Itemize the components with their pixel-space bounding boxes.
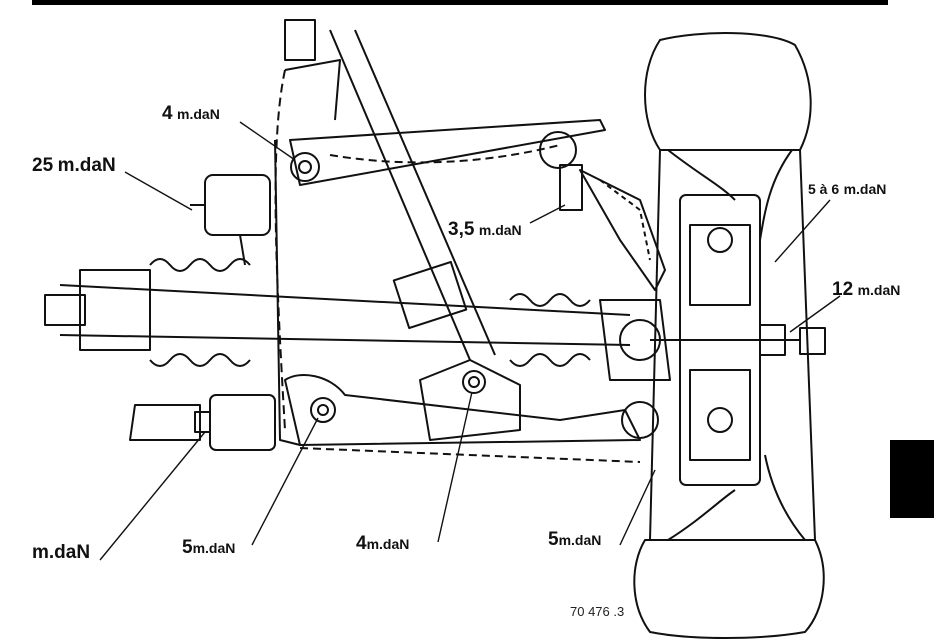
page-tab-marker bbox=[890, 440, 934, 518]
torque-unit: m.daN bbox=[857, 282, 901, 298]
lower-mount-block bbox=[129, 394, 276, 451]
torque-unit: m.daN bbox=[57, 155, 116, 176]
torque-label-damper-lower: 4m.daN bbox=[356, 534, 409, 553]
figure-reference: 70 476 .3 bbox=[570, 604, 625, 619]
hub-assembly bbox=[650, 194, 826, 486]
torque-value: 5 bbox=[182, 537, 193, 558]
wheel-rim bbox=[649, 149, 816, 541]
torque-label-lower-arm-pivot: 5m.daN bbox=[182, 538, 235, 557]
torque-label-lower-mount: m.daN bbox=[32, 543, 90, 562]
torque-label-caliper-bolt: 5 à 6 m.daN bbox=[808, 182, 886, 198]
top-rule bbox=[32, 0, 888, 5]
upper-wishbone bbox=[289, 119, 606, 211]
leader-lines bbox=[99, 121, 841, 561]
torque-value: 5 bbox=[548, 529, 559, 550]
torque-label-engine-mount: 25 m.daN bbox=[32, 156, 116, 175]
tyre-bottom bbox=[633, 539, 825, 639]
torque-unit: m.daN bbox=[843, 181, 887, 197]
torque-unit: m.daN bbox=[478, 222, 522, 238]
torque-value: 25 bbox=[32, 155, 54, 176]
subframe bbox=[274, 59, 341, 446]
torque-value: 5 à 6 bbox=[808, 181, 840, 197]
lower-wishbone bbox=[284, 359, 659, 463]
torque-label-upper-balljoint: 3,5 m.daN bbox=[448, 220, 522, 239]
torque-unit: m.daN bbox=[558, 532, 602, 548]
torque-value: 3,5 bbox=[448, 219, 475, 240]
drive-shaft bbox=[44, 258, 671, 381]
torque-value: 4 bbox=[162, 103, 173, 124]
torque-unit: m.daN bbox=[32, 542, 91, 563]
tyre-top bbox=[644, 32, 812, 151]
torque-label-hub-nut: 12 m.daN bbox=[832, 280, 900, 299]
torque-unit: m.daN bbox=[192, 540, 236, 556]
torque-unit: m.daN bbox=[177, 106, 220, 122]
torque-label-lower-balljoint: 5m.daN bbox=[548, 530, 601, 549]
torque-unit: m.daN bbox=[366, 536, 410, 552]
shock-absorber bbox=[284, 19, 496, 361]
steering-knuckle-link bbox=[579, 169, 666, 291]
engine-mount-block bbox=[190, 174, 271, 266]
torque-label-upper-arm-pivot: 4 m.daN bbox=[162, 104, 220, 123]
torque-value: 12 bbox=[832, 279, 854, 300]
torque-value: 4 bbox=[356, 533, 367, 554]
